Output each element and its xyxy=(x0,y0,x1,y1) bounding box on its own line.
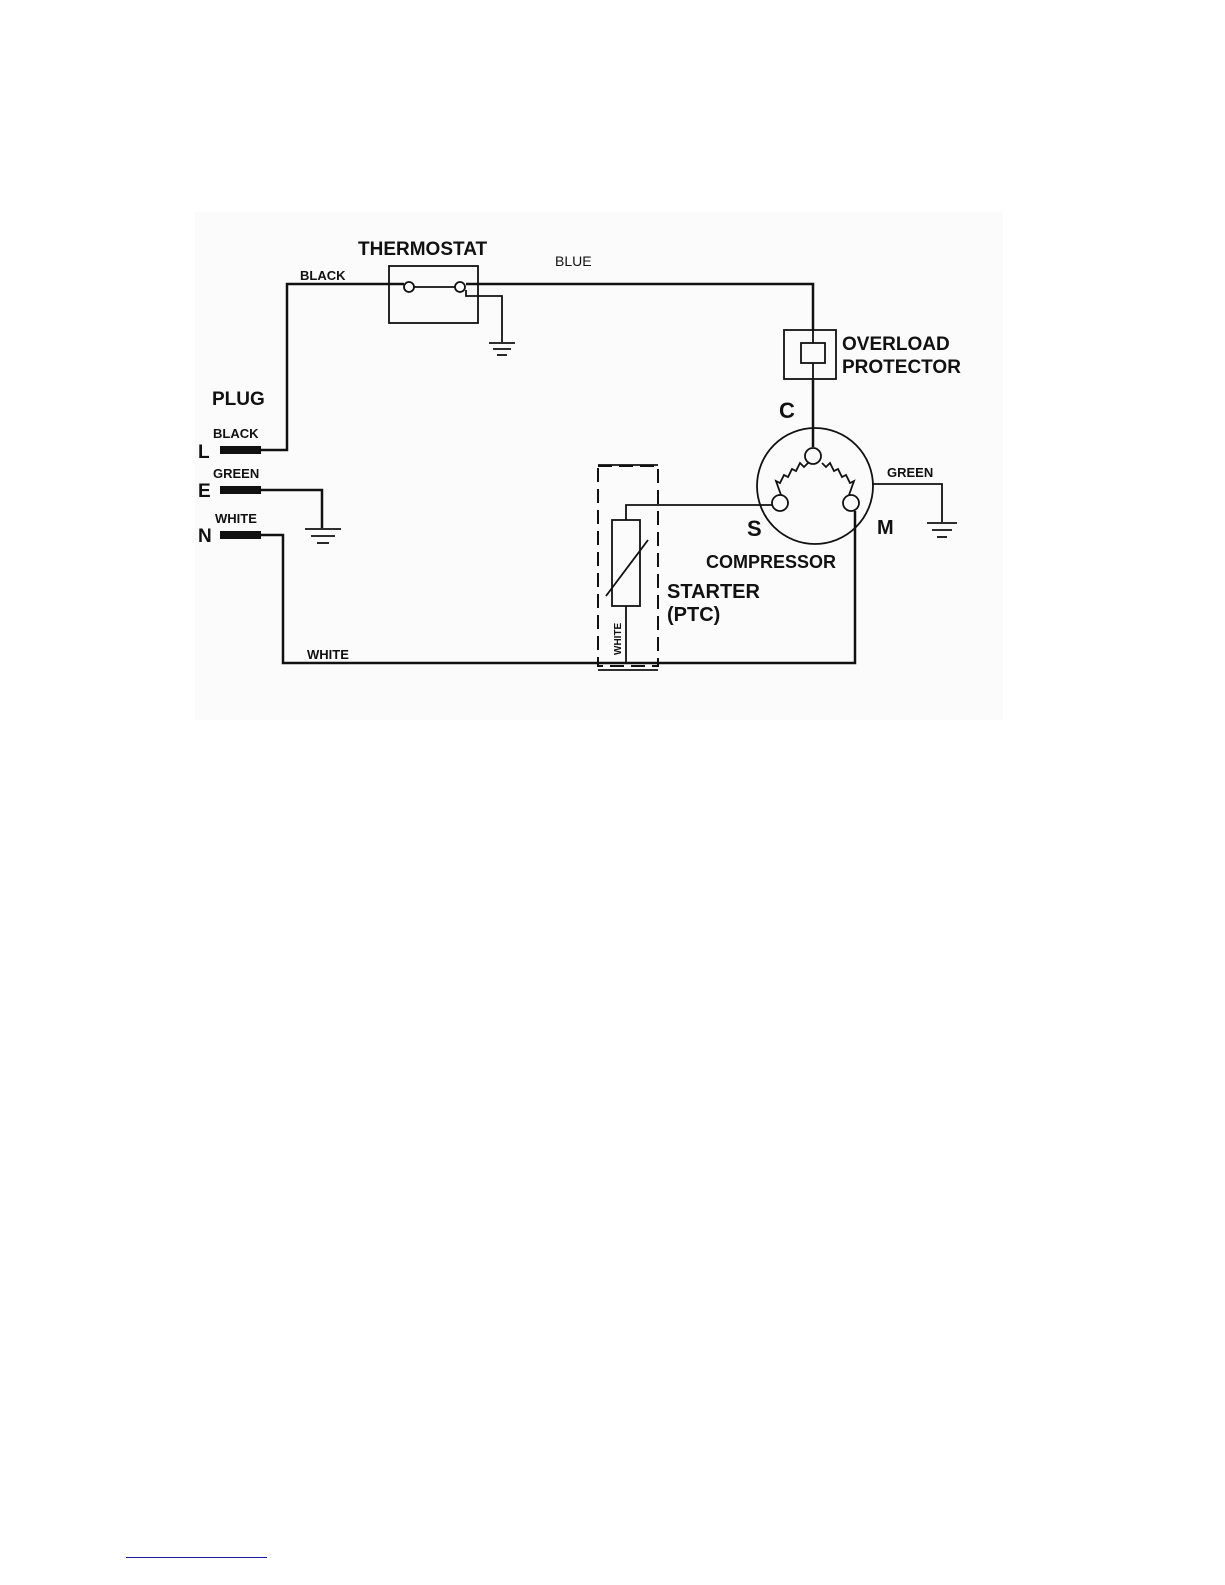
label-black-plug: BLACK xyxy=(213,426,259,441)
label-n: N xyxy=(198,526,212,547)
label-white-bottom: WHITE xyxy=(307,647,349,662)
footer-rule xyxy=(126,1557,267,1558)
label-e: E xyxy=(198,481,211,502)
label-green-plug: GREEN xyxy=(213,466,259,481)
label-blue: BLUE xyxy=(555,253,592,269)
label-overload-1: OVERLOAD xyxy=(842,334,950,355)
label-white-vertical: WHITE xyxy=(613,622,624,655)
label-l: L xyxy=(198,442,210,463)
label-compressor: COMPRESSOR xyxy=(706,552,836,572)
plug-terminal-n xyxy=(220,531,261,539)
label-m: M xyxy=(877,517,894,539)
label-black-top: BLACK xyxy=(300,268,346,283)
label-green-right: GREEN xyxy=(887,465,933,480)
label-starter-2: (PTC) xyxy=(667,604,720,626)
label-s: S xyxy=(747,516,762,541)
plug-terminal-e xyxy=(220,486,261,494)
label-plug: PLUG xyxy=(212,389,265,410)
label-c: C xyxy=(779,398,795,423)
label-starter-1: STARTER xyxy=(667,581,761,603)
label-thermostat: THERMOSTAT xyxy=(358,239,488,260)
label-overload-2: PROTECTOR xyxy=(842,357,961,378)
label-white-plug: WHITE xyxy=(215,511,257,526)
plug-terminal-l xyxy=(220,446,261,454)
